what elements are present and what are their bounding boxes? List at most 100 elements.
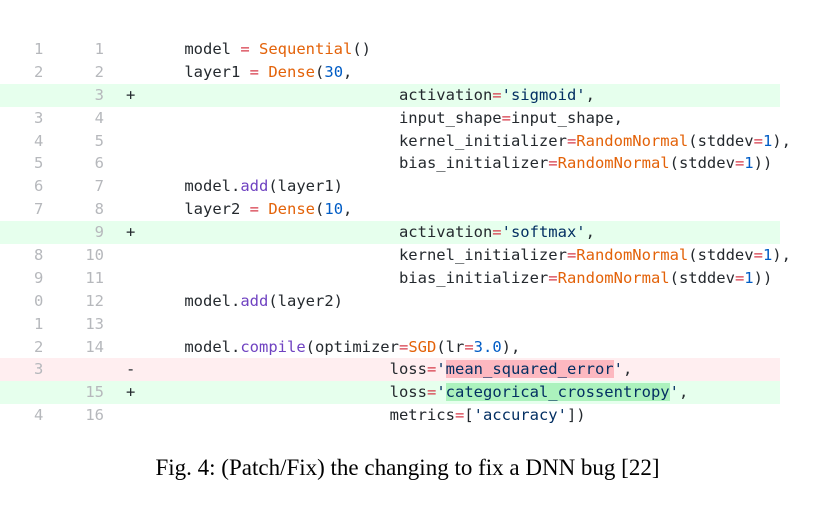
- old-line-number: 1: [34, 314, 44, 333]
- code-token: model.: [147, 177, 241, 196]
- code-token: =: [566, 246, 577, 265]
- added-line: 15+ loss='categorical_crossentropy',: [0, 381, 780, 405]
- code-token: model.: [147, 337, 241, 356]
- diff-plus-sign: +: [126, 223, 136, 242]
- code-text: layer1 = Dense(30,: [147, 61, 352, 84]
- code-token: (: [315, 200, 325, 219]
- code-token: ,: [622, 360, 633, 379]
- old-line-number: 3: [34, 108, 44, 127]
- code-token: (stddev: [688, 131, 754, 150]
- code-token: loss: [147, 360, 427, 379]
- code-token: )): [753, 154, 773, 173]
- code-token: RandomNormal: [557, 154, 670, 173]
- context-line: 2 2 layer1 = Dense(30,: [0, 61, 780, 84]
- code-text: activation='sigmoid',: [147, 84, 595, 107]
- code-token: =: [492, 85, 502, 104]
- code-token: RandomNormal: [557, 268, 670, 287]
- code-token: ,: [343, 200, 353, 219]
- old-line-number: 2: [34, 62, 44, 81]
- figure-caption: Fig. 4: (Patch/Fix) the changing to fix …: [155, 455, 660, 480]
- code-text: kernel_initializer=RandomNormal(stddev=1…: [147, 244, 791, 267]
- code-token: metrics: [147, 406, 455, 425]
- old-line-number: 0: [34, 291, 44, 310]
- new-line-number: 12: [85, 291, 104, 310]
- code-token: activation: [147, 85, 493, 104]
- context-line: 1 13: [0, 313, 780, 336]
- code-token: ),: [501, 337, 521, 356]
- code-token: (lr: [436, 337, 465, 356]
- new-line-number: 2: [94, 62, 104, 81]
- old-line-number: 6: [34, 177, 44, 196]
- diff-minus-sign: -: [126, 360, 136, 379]
- code-token: compile: [240, 337, 306, 356]
- code-token: =: [566, 131, 577, 150]
- new-line-number: 3: [94, 85, 104, 104]
- old-line-number: 2: [34, 337, 44, 356]
- code-token: kernel_initializer: [147, 131, 567, 150]
- code-token: ,: [343, 62, 353, 81]
- highlighted-change: categorical_crossentropy: [445, 383, 670, 402]
- code-token: RandomNormal: [576, 131, 689, 150]
- highlighted-change: mean_squared_error: [445, 360, 614, 379]
- code-text: input_shape=input_shape,: [147, 107, 623, 130]
- new-line-number: 10: [85, 246, 104, 265]
- new-line-number: 13: [85, 314, 104, 333]
- code-token: ': [436, 383, 446, 402]
- code-text: kernel_initializer=RandomNormal(stddev=1…: [147, 130, 791, 153]
- code-token: 1: [744, 154, 754, 173]
- code-token: =: [753, 131, 763, 150]
- code-token: Sequential: [259, 40, 353, 58]
- code-text: model.add(layer2): [147, 290, 343, 313]
- code-token: )): [753, 268, 773, 287]
- code-token: =: [548, 268, 558, 287]
- code-token: [259, 200, 268, 218]
- code-token: ,: [678, 383, 689, 402]
- code-token: SGD: [408, 337, 437, 356]
- code-token: ': [613, 360, 623, 379]
- code-token: =: [753, 246, 763, 265]
- code-token: ),: [772, 131, 791, 150]
- new-line-number: 1: [94, 40, 104, 58]
- new-line-number: 11: [85, 268, 104, 287]
- code-token: 'softmax': [501, 223, 586, 242]
- new-line-number: 5: [94, 131, 104, 150]
- code-token: bias_initializer: [147, 268, 549, 287]
- code-token: (layer2): [268, 291, 343, 310]
- old-line-number: 5: [34, 154, 44, 173]
- code-text: model.add(layer1): [147, 175, 343, 198]
- code-token: =: [548, 154, 558, 173]
- code-token: model: [147, 40, 241, 58]
- code-token: =: [454, 406, 465, 425]
- code-token: activation: [147, 223, 493, 242]
- code-token: Dense: [268, 62, 316, 81]
- code-text: bias_initializer=RandomNormal(stddev=1)): [147, 267, 772, 290]
- code-token: loss: [147, 383, 427, 402]
- code-token: 1: [762, 246, 773, 265]
- code-text: model = Sequential(): [147, 38, 371, 61]
- new-line-number: 8: [94, 200, 104, 219]
- old-line-number: 4: [34, 406, 44, 425]
- code-token: bias_initializer: [147, 154, 549, 173]
- code-token: (stddev: [669, 268, 735, 287]
- code-token: add: [240, 177, 269, 196]
- code-text: metrics=['accuracy']): [147, 404, 586, 427]
- context-line: 7 8 layer2 = Dense(10,: [0, 198, 780, 221]
- code-token: =: [734, 154, 745, 173]
- code-token: input_shape: [147, 108, 502, 127]
- code-text: layer2 = Dense(10,: [147, 198, 352, 221]
- added-line: 3+ activation='sigmoid',: [0, 83, 780, 107]
- code-token: layer1: [147, 62, 250, 81]
- code-token: add: [240, 291, 269, 310]
- code-text: bias_initializer=RandomNormal(stddev=1)): [147, 152, 772, 175]
- code-token: =: [426, 383, 437, 402]
- code-token: 30: [324, 62, 344, 81]
- removed-line: 3- loss='mean_squared_error',: [0, 358, 780, 382]
- code-token: =: [398, 337, 409, 356]
- old-line-number: 7: [34, 200, 44, 219]
